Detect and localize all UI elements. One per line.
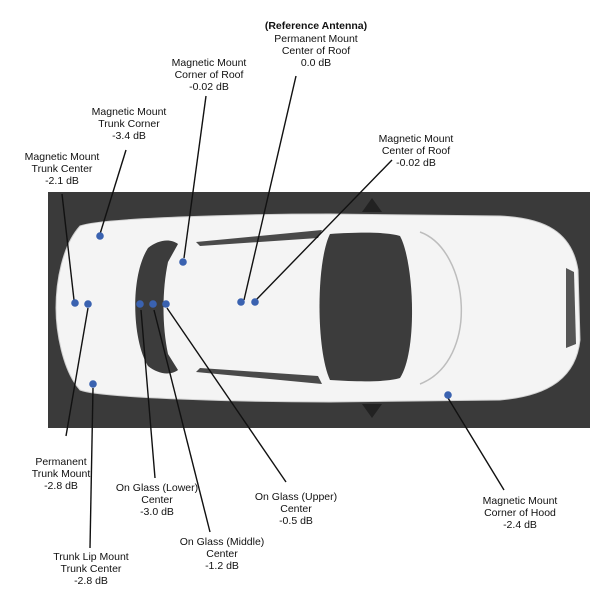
marker-glass-upper [162, 300, 170, 308]
callout-mag-hood-line-1: Magnetic Mount [483, 495, 558, 507]
callout-mag-trunk-center-line-1: Magnetic Mount [25, 151, 100, 163]
marker-reference [237, 298, 245, 306]
hood-crease [419, 231, 462, 385]
callout-glass-lower-line-2: Center [141, 494, 173, 506]
marker-mag-center-roof [251, 298, 259, 306]
callout-glass-lower: On Glass (Lower) Center -3.0 dB [116, 482, 198, 518]
leader-reference [243, 75, 297, 301]
callout-perm-trunk-line-1: Permanent [35, 456, 86, 468]
callout-mag-trunk-center-line-2: Trunk Center [32, 163, 93, 175]
callout-mag-center-roof-line-2: Center of Roof [382, 145, 450, 157]
callout-glass-upper-line-3: -0.5 dB [279, 515, 313, 527]
callout-reference-line-1: (Reference Antenna) [265, 20, 367, 32]
callout-glass-middle-line-3: -1.2 dB [205, 560, 239, 572]
mirror-bottom [362, 404, 382, 418]
leader-mag-trunk-center [61, 193, 75, 301]
callout-mag-center-roof-line-1: Magnetic Mount [379, 133, 454, 145]
marker-mag-trunk-center [71, 299, 79, 307]
callout-reference: (Reference Antenna) Permanent Mount Cent… [265, 20, 367, 69]
callout-glass-middle-line-1: On Glass (Middle) [180, 536, 265, 548]
leader-mag-hood [447, 397, 505, 491]
car-body [55, 213, 581, 403]
mirror-top [362, 198, 382, 212]
leader-glass-middle [153, 309, 211, 533]
callout-mag-trunk-corner-line-3: -3.4 dB [112, 130, 146, 142]
callout-trunk-lip-line-3: -2.8 dB [74, 575, 108, 587]
callout-mag-corner-roof-left-line-1: Magnetic Mount [172, 57, 247, 69]
callout-mag-trunk-corner-line-2: Trunk Corner [98, 118, 160, 130]
callout-mag-corner-roof-left-line-3: -0.02 dB [189, 81, 229, 93]
callout-perm-trunk-line-3: -2.8 dB [44, 480, 78, 492]
leader-lines [61, 75, 505, 549]
callout-mag-corner-roof-left-line-2: Corner of Roof [175, 69, 244, 81]
callout-mag-center-roof: Magnetic Mount Center of Roof -0.02 dB [379, 133, 454, 169]
callout-mag-trunk-corner-line-1: Magnetic Mount [92, 106, 167, 118]
callout-trunk-lip-line-2: Trunk Center [61, 563, 122, 575]
leader-mag-corner-roof-left [183, 95, 207, 259]
callout-trunk-lip: Trunk Lip Mount Trunk Center -2.8 dB [53, 551, 129, 587]
callout-mag-corner-roof-left: Magnetic Mount Corner of Roof -0.02 dB [172, 57, 247, 93]
leader-trunk-lip [89, 387, 94, 549]
callout-mag-hood: Magnetic Mount Corner of Hood -2.4 dB [483, 495, 558, 531]
callout-perm-trunk-line-2: Trunk Mount [32, 468, 91, 480]
marker-glass-middle [149, 300, 157, 308]
leader-mag-trunk-corner [99, 149, 127, 235]
callout-glass-lower-line-1: On Glass (Lower) [116, 482, 198, 494]
front-grille [566, 268, 576, 348]
marker-trunk-lip [89, 380, 97, 388]
callout-glass-upper: On Glass (Upper) Center -0.5 dB [255, 491, 337, 527]
antenna-markers [71, 232, 452, 399]
windshield [319, 232, 413, 382]
callout-mag-hood-line-3: -2.4 dB [503, 519, 537, 531]
leader-perm-trunk [65, 307, 89, 437]
leader-glass-upper [166, 307, 287, 483]
callout-mag-trunk-center-line-3: -2.1 dB [45, 175, 79, 187]
side-window-bottom [196, 368, 322, 384]
callout-reference-line-2: Permanent Mount [274, 33, 358, 45]
marker-mag-trunk-corner [96, 232, 104, 240]
callout-mag-hood-line-2: Corner of Hood [484, 507, 556, 519]
leader-mag-center-roof [255, 159, 393, 301]
callout-reference-line-3: Center of Roof [282, 45, 350, 57]
marker-perm-trunk [84, 300, 92, 308]
callout-perm-trunk: Permanent Trunk Mount -2.8 dB [32, 456, 91, 492]
callout-trunk-lip-line-1: Trunk Lip Mount [53, 551, 129, 563]
car-top-view [55, 198, 581, 418]
callout-mag-trunk-center: Magnetic Mount Trunk Center -2.1 dB [25, 151, 100, 187]
marker-glass-lower [136, 300, 144, 308]
callout-glass-middle-line-2: Center [206, 548, 238, 560]
callout-reference-line-4: 0.0 dB [301, 57, 331, 69]
marker-mag-hood [444, 391, 452, 399]
leader-glass-lower [140, 309, 156, 479]
callout-mag-center-roof-line-3: -0.02 dB [396, 157, 436, 169]
marker-mag-corner-roof-left [179, 258, 187, 266]
callout-glass-upper-line-2: Center [280, 503, 312, 515]
callout-glass-lower-line-3: -3.0 dB [140, 506, 174, 518]
callout-glass-upper-line-1: On Glass (Upper) [255, 491, 337, 503]
callout-mag-trunk-corner: Magnetic Mount Trunk Corner -3.4 dB [92, 106, 167, 142]
callout-glass-middle: On Glass (Middle) Center -1.2 dB [180, 536, 265, 572]
rear-window [135, 240, 178, 374]
